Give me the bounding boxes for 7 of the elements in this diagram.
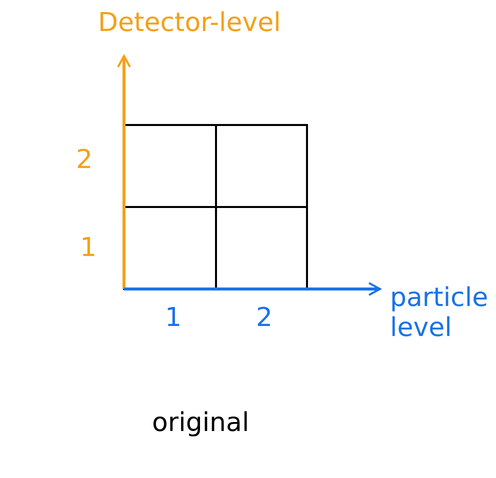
axis-title: Detector-level	[98, 8, 281, 38]
tick-label: 1	[80, 233, 97, 263]
tick-label: 2	[256, 303, 273, 333]
axis-title: particle level	[390, 283, 490, 343]
caption: original	[152, 408, 250, 438]
tick-label: 1	[165, 303, 182, 333]
tick-label: 2	[76, 145, 93, 175]
